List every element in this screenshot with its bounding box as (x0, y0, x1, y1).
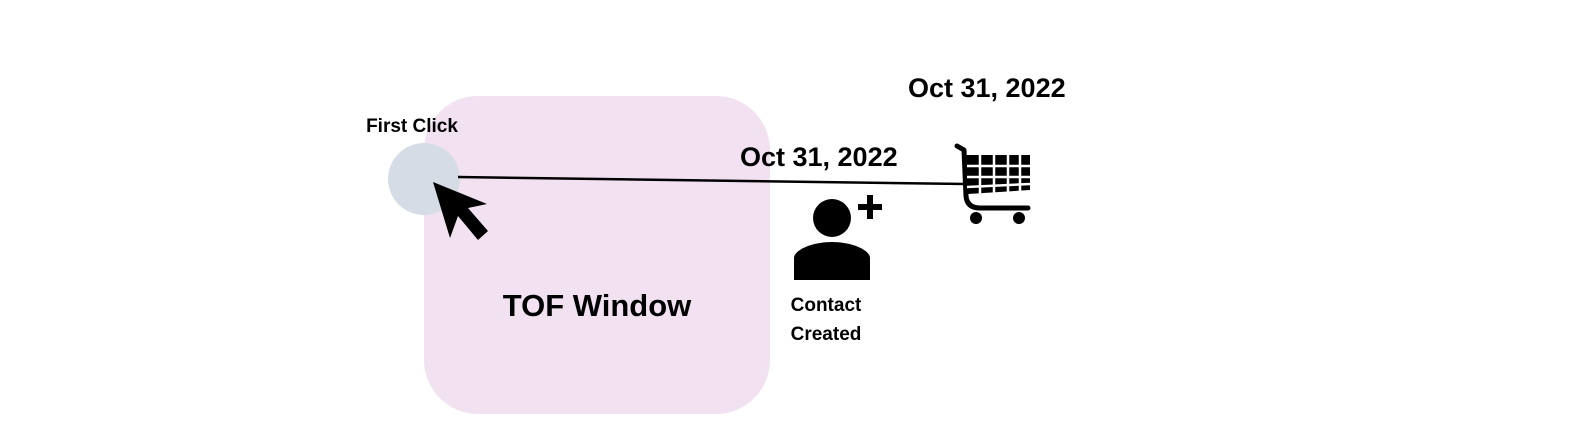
first-click-label: First Click (366, 116, 458, 137)
contact-created-label: Contact Created (772, 291, 880, 349)
contact-label-line2: Created (790, 324, 862, 345)
purchase-date: Oct 31, 2022 (908, 73, 1066, 103)
timeline-connector (457, 175, 967, 186)
tof-window-label: TOF Window (502, 288, 692, 323)
contact-created-date: Oct 31, 2022 (740, 142, 898, 172)
add-user-icon (794, 195, 882, 280)
tof-window-region (424, 96, 770, 414)
contact-label-line1: Contact (790, 295, 862, 316)
shopping-cart-icon (954, 143, 1031, 224)
cursor-arrow-icon (433, 182, 488, 240)
